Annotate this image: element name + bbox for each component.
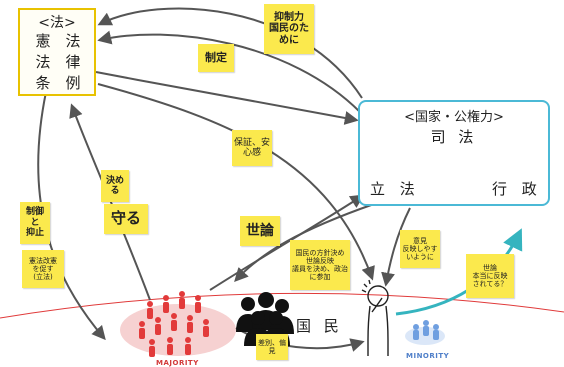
- state-title: <国家・公権力>: [404, 110, 504, 125]
- note-protect: 守る: [104, 204, 148, 234]
- law-title: <法>: [38, 15, 76, 31]
- law-item: 法: [65, 32, 81, 50]
- note-decide: 決め る: [101, 170, 129, 202]
- note-easy-reflect: 意見 反映しやす いように: [400, 230, 440, 268]
- law-item: 条: [35, 74, 51, 92]
- law-item: 法: [35, 53, 51, 71]
- note-restraint-for-people: 抑制力 国民のた めに: [264, 4, 314, 54]
- crowd-icon: [236, 292, 294, 346]
- thinking-person-icon: [361, 279, 389, 356]
- majority-glow: [120, 304, 236, 356]
- state-box: <国家・公権力> 司 法 立 法 行 政: [358, 100, 550, 206]
- people-label: 国 民: [296, 317, 343, 335]
- law-item: 律: [65, 53, 81, 71]
- note-public-opinion: 世論: [240, 216, 280, 246]
- note-control: 制御 と 抑止: [20, 202, 50, 244]
- law-item: 例: [65, 74, 81, 92]
- note-participation: 国民の方針決め 世論反映 議員を決め、政治 に参加: [290, 240, 350, 290]
- state-legislative: 立 法: [370, 180, 420, 198]
- arrow-state-to-law-top: [97, 7, 363, 99]
- majority-label: MAJORITY: [156, 359, 199, 367]
- note-enact: 制定: [198, 44, 234, 72]
- arrow-state-to-people: [234, 203, 375, 283]
- note-reflected: 世論 本当に反映 されてる？: [466, 254, 514, 298]
- minority-label: MINORITY: [406, 352, 450, 360]
- law-box: <法> 憲 法 法 律 条 例: [18, 8, 96, 96]
- note-discrimination: 差別、偏 見: [256, 334, 288, 360]
- note-security: 保証、安 心感: [232, 130, 272, 166]
- minority-people-icon: [405, 320, 445, 345]
- majority-people-icon: [139, 291, 209, 357]
- arrow-state-to-person: [381, 207, 411, 287]
- arrow-law-to-state: [95, 71, 359, 125]
- state-executive: 行 政: [492, 180, 542, 198]
- society-curve: [0, 292, 564, 319]
- state-judicial: 司 法: [430, 128, 478, 146]
- arrow-majority-to-law: [69, 103, 151, 301]
- note-amendment: 憲法改憲 を促す (立法): [22, 250, 64, 288]
- arrow-state-to-law-enact: [97, 30, 361, 113]
- law-item: 憲: [35, 32, 51, 50]
- law-items: 憲 法 法 律 条 例: [28, 32, 88, 93]
